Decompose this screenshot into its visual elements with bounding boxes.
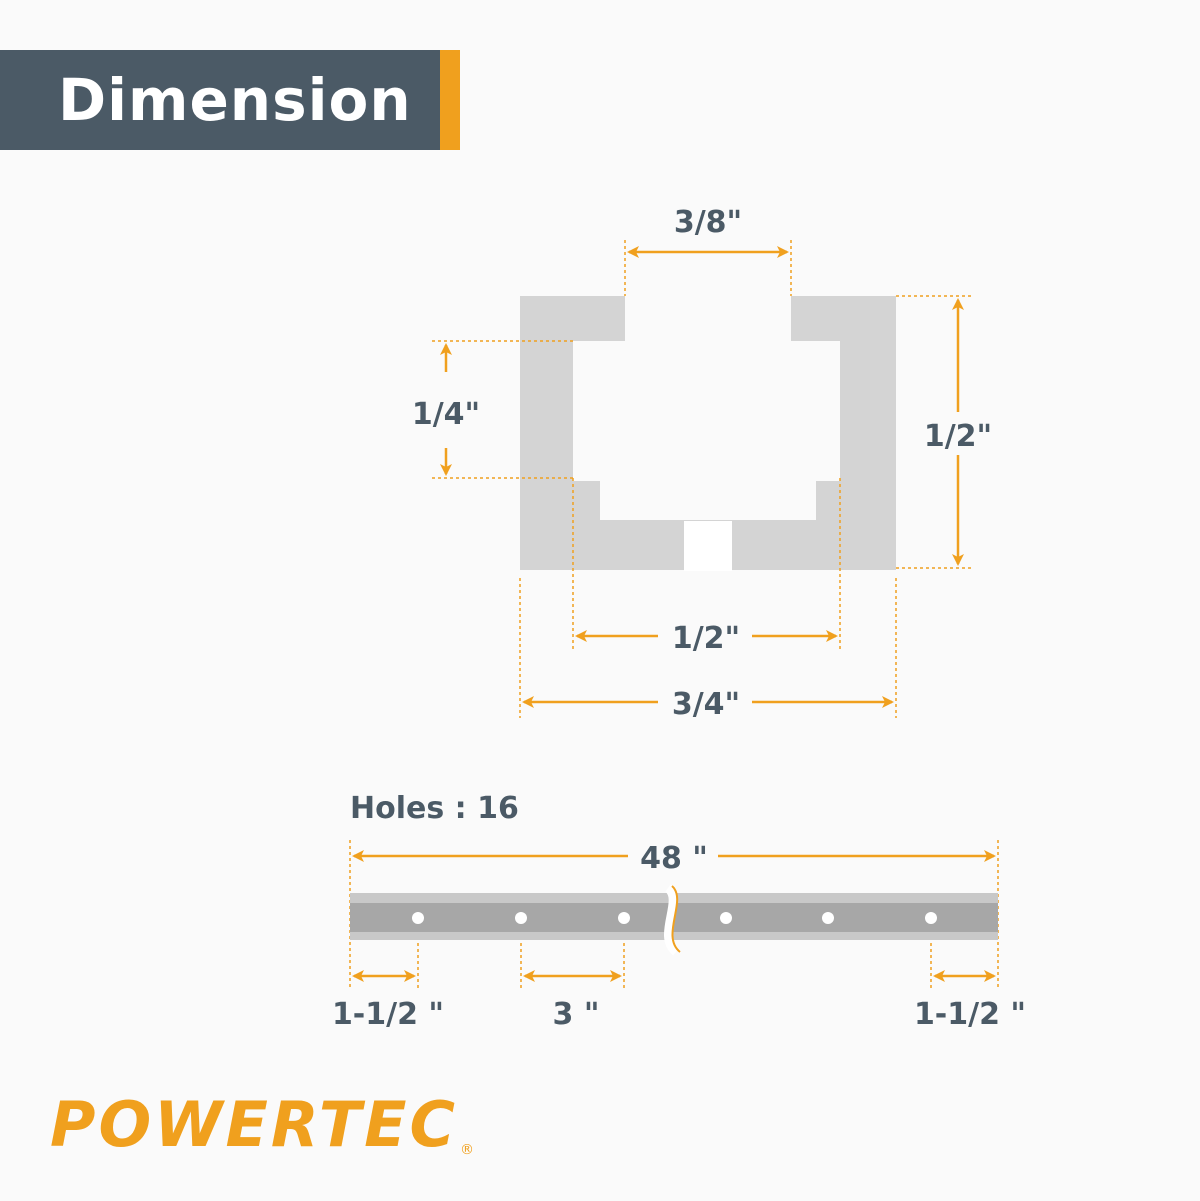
title-accent-bar (440, 50, 460, 150)
label-slot-bottom-width: 1/2" (672, 621, 740, 656)
brand-logo: POWERTEC® (50, 1090, 474, 1160)
label-rail-length: 48 " (640, 841, 708, 876)
dimension-labels: 3/8" 1/4" 1/2" 1/2" 3/4" Holes : 16 48 "… (332, 205, 1026, 1032)
label-hole-spacing: 3 " (553, 997, 600, 1032)
t-track-profile (520, 296, 896, 571)
page-title: Dimension (58, 66, 412, 134)
profile-shape (520, 296, 896, 570)
rail-hole (515, 912, 527, 924)
rail-hole (720, 912, 732, 924)
label-total-height: 1/2" (924, 419, 992, 454)
label-end-offset-left: 1-1/2 " (332, 997, 444, 1032)
rail-break-line (671, 885, 681, 953)
registered-mark: ® (460, 1142, 474, 1158)
label-end-offset-right: 1-1/2 " (914, 997, 1026, 1032)
title-banner: Dimension (0, 50, 460, 150)
label-slot-top-width: 3/8" (674, 205, 742, 240)
rail-hole (822, 912, 834, 924)
brand-name: POWERTEC (50, 1088, 458, 1161)
rail-hole (925, 912, 937, 924)
profile-center-slot (684, 521, 732, 571)
label-lip-height: 1/4" (412, 397, 480, 432)
label-total-width: 3/4" (672, 687, 740, 722)
rail-hole (618, 912, 630, 924)
rail-side-view (350, 884, 998, 956)
rail-hole (412, 912, 424, 924)
dimension-arrows (352, 246, 996, 982)
rail-break-mark (663, 884, 680, 956)
holes-count-label: Holes : 16 (350, 791, 519, 826)
